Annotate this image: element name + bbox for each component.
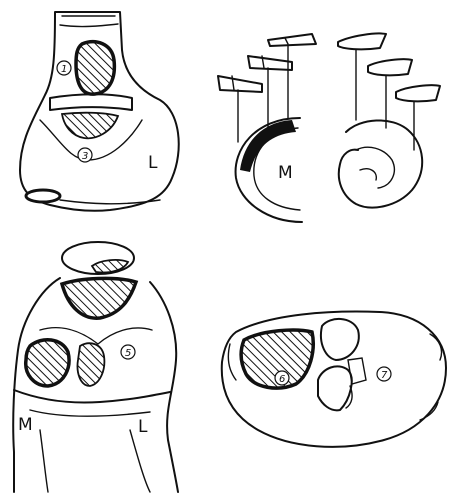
lateral-probes <box>338 33 440 150</box>
zone-4-lesion <box>62 278 136 318</box>
femur-condyle-ring <box>26 190 60 202</box>
notch-lesion <box>78 343 105 386</box>
trochlea-band <box>50 94 132 110</box>
medial-condyle-lesion <box>26 340 69 386</box>
panel-tibia-top-view: 6 7 <box>222 312 446 447</box>
panel-patella-view: 5 M L <box>13 242 178 492</box>
probe-1 <box>268 34 316 118</box>
panel-femur-view: 1 3 L <box>20 12 179 211</box>
lateral-meniscus <box>339 120 422 207</box>
panel-menisci-view: M <box>218 33 440 222</box>
panel1-side-label: L <box>148 153 158 173</box>
zone-1-number: 1 <box>61 64 67 75</box>
tibia-shaft <box>30 410 150 492</box>
zone-5-number: 5 <box>125 348 131 359</box>
lateral-meniscus-detail <box>356 147 394 188</box>
panel3-right-label: L <box>138 417 148 437</box>
ligament-stump <box>346 358 366 408</box>
zone-3-lesion <box>62 113 118 139</box>
zone-1-lesion <box>76 42 114 94</box>
tibial-spine-lower <box>318 366 352 410</box>
panel2-center-label: M <box>278 163 293 183</box>
femur-shaft-lines <box>60 16 118 27</box>
zone-6-number: 6 <box>279 374 285 385</box>
zone-7-number: 7 <box>381 370 388 381</box>
zone-3-number: 3 <box>82 151 88 162</box>
tibial-plateau <box>14 390 170 403</box>
panel3-left-label: M <box>18 415 33 435</box>
tibial-spine-upper <box>321 319 359 360</box>
